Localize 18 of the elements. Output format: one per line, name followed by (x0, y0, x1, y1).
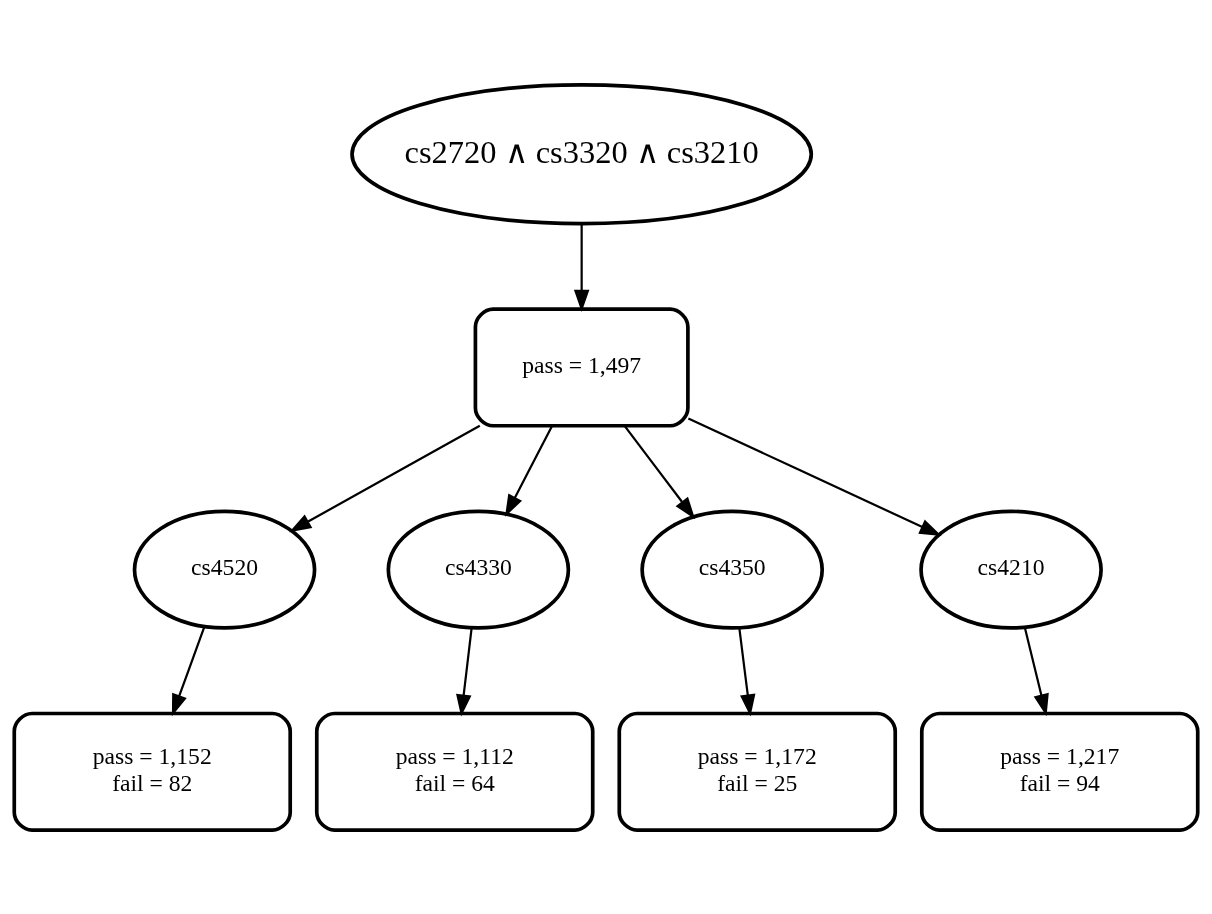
node-box: pass = 1,217 fail = 94 (919, 711, 1200, 832)
node-ellipse: cs4330 (386, 509, 571, 630)
arrow (1023, 626, 1049, 716)
arrow (289, 424, 481, 532)
arrow (171, 625, 206, 716)
node-box: pass = 1,497 (473, 306, 690, 428)
node-ellipse: cs4520 (132, 509, 317, 630)
arrow (573, 223, 590, 312)
arrow (623, 424, 696, 519)
arrow (456, 627, 473, 717)
arrow (738, 627, 756, 717)
node-ellipse: cs2720 ∧ cs3320 ∧ cs3210 (350, 82, 814, 225)
node-box: pass = 1,112 fail = 64 (314, 711, 595, 832)
arrow (505, 425, 554, 517)
node-box: pass = 1,152 fail = 82 (12, 711, 293, 832)
node-box: pass = 1,172 fail = 25 (617, 711, 898, 832)
node-ellipse: cs4350 (640, 509, 825, 630)
arrow (687, 416, 942, 536)
